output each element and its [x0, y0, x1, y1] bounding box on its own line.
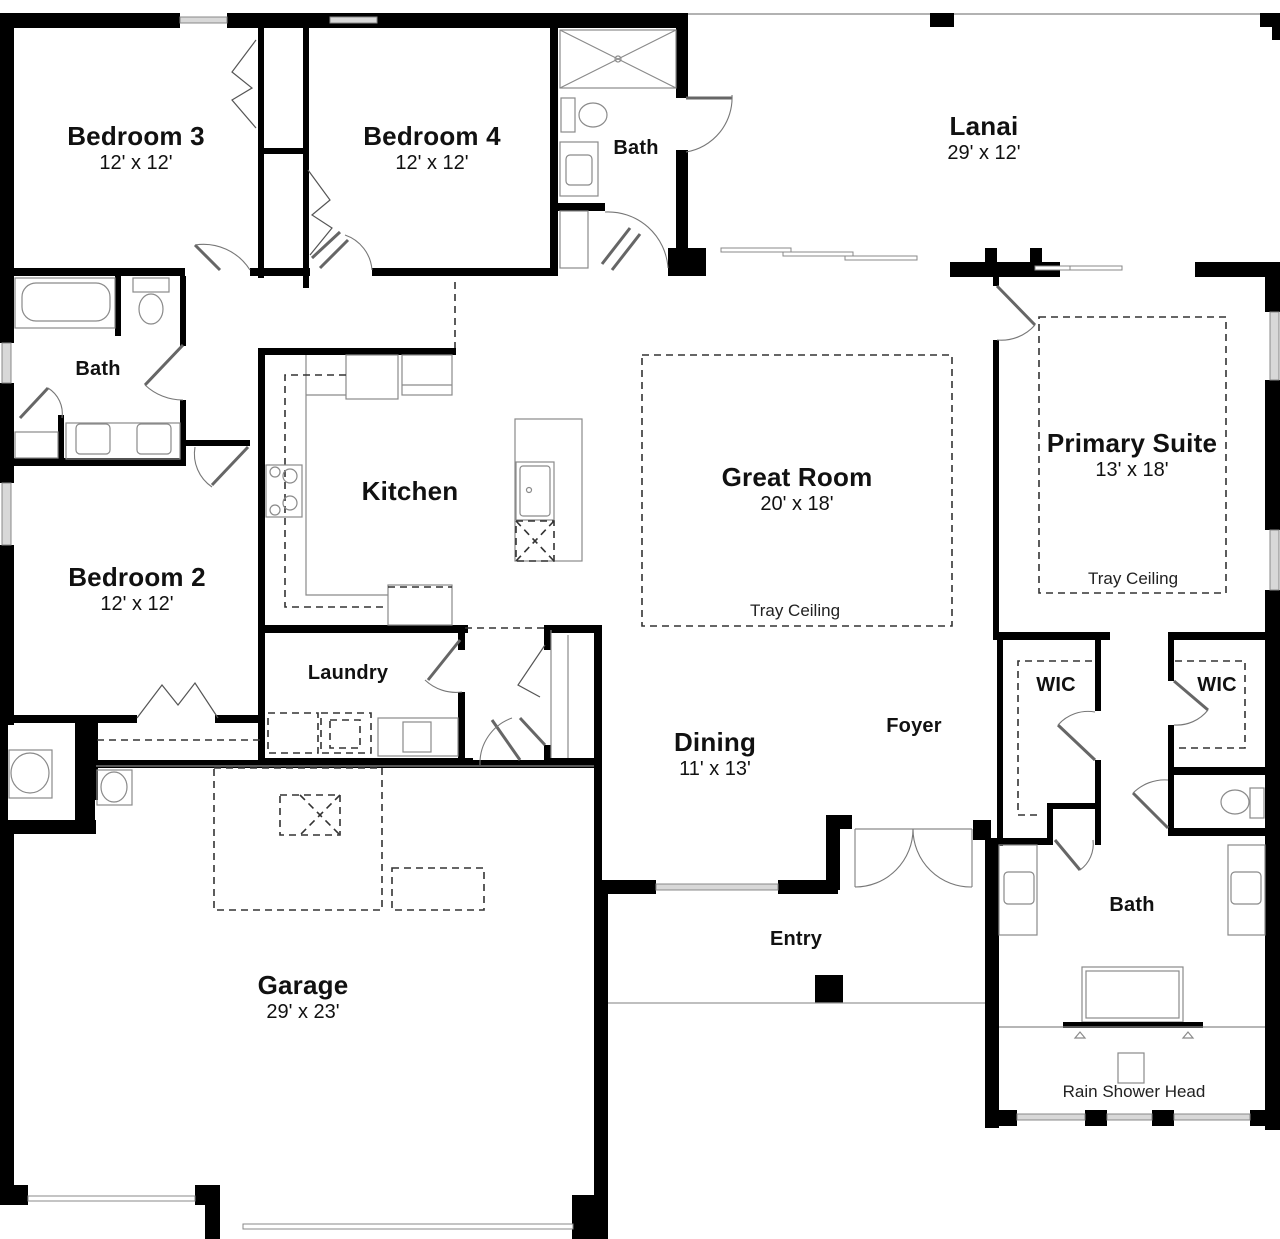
room-wic-right: WIC	[1197, 673, 1236, 697]
rain-shower-head-note: Rain Shower Head	[1063, 1082, 1206, 1102]
fixtures	[8, 29, 1266, 1084]
room-primary-suite: Primary Suite 13' x 18'	[1047, 428, 1217, 482]
room-laundry: Laundry	[308, 661, 388, 685]
ceiling-note: Tray Ceiling	[749, 601, 841, 620]
room-name: Kitchen	[361, 476, 459, 506]
room-bedroom2: Bedroom 2 12' x 12'	[68, 562, 206, 616]
primary-tray-ceiling-note: Tray Ceiling	[1088, 569, 1178, 589]
room-foyer: Foyer	[886, 714, 941, 738]
room-dimensions: 12' x 12'	[100, 593, 174, 615]
room-name: Dining	[673, 727, 757, 757]
room-dimensions: 20' x 18'	[760, 493, 834, 515]
walls	[0, 13, 1280, 1239]
room-bath-upper: Bath	[613, 136, 658, 160]
room-kitchen: Kitchen	[362, 476, 459, 506]
room-bedroom3: Bedroom 3 12' x 12'	[67, 121, 205, 175]
room-name: Laundry	[307, 662, 389, 684]
room-name: Foyer	[886, 715, 942, 737]
room-dimensions: 29' x 23'	[266, 1001, 340, 1023]
room-dimensions: 29' x 12'	[947, 142, 1021, 164]
room-great-room: Great Room 20' x 18'	[722, 462, 873, 516]
room-name: Primary Suite	[1046, 428, 1218, 458]
room-dining: Dining 11' x 13'	[674, 727, 756, 781]
ceiling-note: Tray Ceiling	[1087, 569, 1179, 588]
room-name: Lanai	[949, 111, 1019, 141]
room-garage: Garage 29' x 23'	[258, 970, 349, 1024]
doors	[18, 39, 1209, 888]
room-entry: Entry	[770, 927, 822, 951]
room-bath-hall: Bath	[75, 357, 120, 381]
room-bedroom4: Bedroom 4 12' x 12'	[363, 121, 501, 175]
room-name: Bath	[75, 358, 121, 380]
room-lanai: Lanai 29' x 12'	[947, 111, 1020, 165]
room-name: Garage	[257, 970, 349, 1000]
room-name: Bath	[1109, 894, 1155, 916]
room-name: Bedroom 3	[67, 121, 205, 151]
windows	[1, 16, 1280, 1230]
room-name: Bedroom 2	[68, 562, 206, 592]
room-primary-bath: Bath	[1109, 893, 1154, 917]
room-dimensions: 12' x 12'	[395, 152, 469, 174]
room-name: WIC	[1197, 674, 1237, 696]
room-name: Bath	[613, 137, 659, 159]
room-dimensions: 12' x 12'	[99, 152, 173, 174]
room-name: Bedroom 4	[363, 121, 501, 151]
room-name: WIC	[1036, 674, 1076, 696]
great-room-tray-ceiling-note: Tray Ceiling	[750, 601, 840, 621]
room-name: Entry	[769, 928, 823, 950]
room-dimensions: 13' x 18'	[1095, 459, 1169, 481]
room-dimensions: 11' x 13'	[679, 758, 751, 780]
fixture-note: Rain Shower Head	[1062, 1082, 1206, 1101]
room-name: Great Room	[721, 462, 873, 492]
room-wic-left: WIC	[1036, 673, 1075, 697]
